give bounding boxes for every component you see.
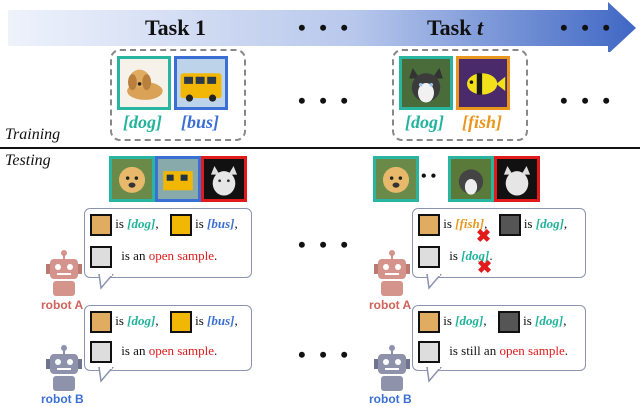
test-dog-image-t xyxy=(373,156,419,202)
test-wolf-image-t xyxy=(494,156,540,202)
robot-a-icon xyxy=(46,250,82,296)
bus-training-label: [bus] xyxy=(181,112,220,132)
test-dog-image xyxy=(109,156,155,202)
task1-training-box xyxy=(110,49,246,141)
test-inline-dots: • • xyxy=(421,168,437,185)
robot-a-t1-line2: is an open sample. xyxy=(90,246,217,268)
test-bus-image xyxy=(155,156,201,202)
train-test-divider xyxy=(0,147,640,149)
robot-a-t1-line1: is [dog], is [bus], xyxy=(90,214,238,236)
robot-b-tt-line1: is [dog], is [dog], xyxy=(418,311,566,333)
robot-a-label-t: robot A xyxy=(369,298,412,312)
mini-wolf-icon xyxy=(418,246,440,268)
fish-training-label: [fish] xyxy=(462,112,503,132)
timeline-dots-1: • • • xyxy=(298,15,353,40)
mini-bus-icon xyxy=(169,311,192,333)
robot-b-label-t: robot B xyxy=(369,392,412,406)
bubble-tail-t xyxy=(426,274,442,290)
robot-a-bubble-task1 xyxy=(84,208,252,278)
husky-image xyxy=(399,56,453,110)
timeline-dots-2: • • • xyxy=(560,15,615,40)
robot-b-t1-line2: is an open sample. xyxy=(90,341,217,363)
bus-image xyxy=(174,56,228,110)
bubble-tail-bt xyxy=(426,367,442,383)
training-dots-2: • • • xyxy=(560,88,615,113)
bubble-tail xyxy=(98,274,114,290)
robot-a-label: robot A xyxy=(41,298,84,312)
bubble-tail-b xyxy=(98,367,114,383)
task-t-training-box xyxy=(392,49,528,141)
robot-a-icon-t xyxy=(374,250,410,296)
task-t-label: Task t xyxy=(427,15,484,40)
test-husky-image-t xyxy=(448,156,494,202)
dog-image xyxy=(117,56,171,110)
training-dots-1: • • • xyxy=(298,88,353,113)
mini-dog-icon xyxy=(90,214,112,236)
training-label: Training xyxy=(5,126,61,143)
dog-training-label: [dog] xyxy=(123,112,162,132)
robot-b-tt-line2: is still an open sample. xyxy=(418,341,568,363)
robot-b-bubble-task1 xyxy=(84,305,252,371)
mini-husky-icon xyxy=(498,214,521,236)
mini-dog-icon xyxy=(418,311,440,333)
wrong-mark-icon: ✖ xyxy=(476,226,492,246)
robot-b-icon xyxy=(46,345,82,391)
mini-wolf-icon xyxy=(418,341,440,363)
wrong-mark-icon-2: ✖ xyxy=(477,257,493,277)
mini-husky-icon xyxy=(497,311,520,333)
mini-wolf-icon xyxy=(90,246,112,268)
mini-dog-icon xyxy=(90,311,112,333)
mini-dog-icon xyxy=(418,214,440,236)
fish-image xyxy=(456,56,510,110)
mini-bus-icon xyxy=(169,214,192,236)
mini-wolf-icon xyxy=(90,341,112,363)
robot-a-tt-line1: is [fish], is [dog], xyxy=(418,214,567,236)
task-1-label: Task 1 xyxy=(145,15,206,40)
testing-dots: • • • xyxy=(298,232,353,257)
robot-b-label: robot B xyxy=(41,392,84,406)
testing-dots-b: • • • xyxy=(298,342,353,367)
robot-b-t1-line1: is [dog], is [bus], xyxy=(90,311,238,333)
robot-a-tt-line2: is [dog]. xyxy=(418,246,493,268)
testing-label: Testing xyxy=(5,152,51,169)
dog-training-label-t: [dog] xyxy=(405,112,444,132)
robot-b-icon-t xyxy=(374,345,410,391)
timeline-arrow xyxy=(8,2,636,52)
test-wolf-image xyxy=(201,156,247,202)
